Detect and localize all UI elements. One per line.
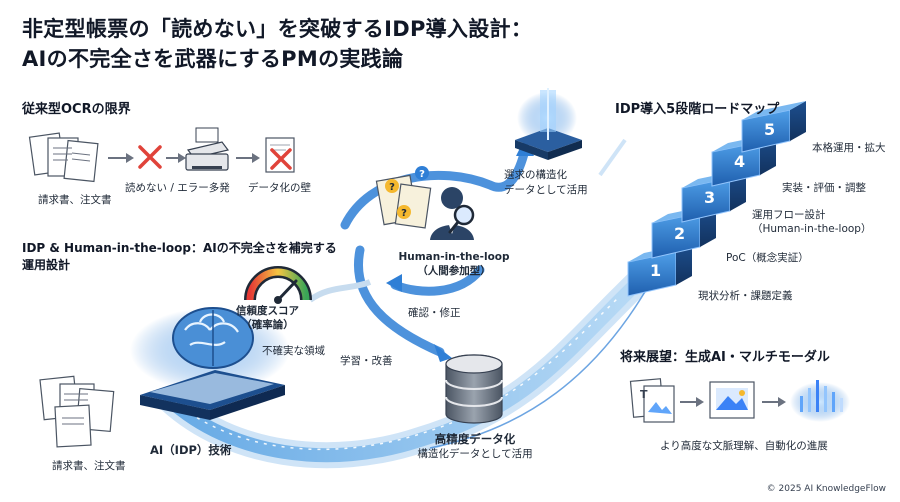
generative-ai-data-icon — [790, 380, 850, 422]
roadmap-step-1-number: 1 — [650, 261, 662, 280]
confirm-correct-label: 確認・修正 — [408, 307, 461, 319]
ocr-section-heading: 従来型OCRの限界 — [22, 102, 131, 117]
copyright-notice: © 2025 AI KnowledgeFlow — [766, 484, 886, 494]
idp-heading-line-1: IDP & Human-in-the-loop：AIの不完全さを補完する — [22, 241, 337, 255]
title-line-2: AIの不完全さを武器にするPMの実践論 — [22, 47, 404, 71]
confidence-score-label: 信頼度スコア （確率論） — [236, 304, 299, 332]
text-document-icon: T — [629, 378, 675, 423]
confidence-gauge-icon — [244, 266, 312, 304]
loop-arrow-head-left — [386, 274, 402, 292]
invoice-documents-icon — [39, 375, 115, 448]
roadmap-step-5 — [741, 101, 806, 153]
high-precision-data-label: 高精度データ化 構造化データとして活用 — [400, 432, 550, 462]
future-heading: 将来展望：生成AI・マルチモーダル — [620, 350, 830, 365]
invoice-docs-label: 請求書、注文書 — [52, 460, 126, 472]
roadmap-step-5-label: 本格運用・拡大 — [812, 142, 886, 154]
scanner-icon — [185, 127, 230, 171]
image-document-icon — [709, 381, 755, 419]
ai-chip — [130, 307, 290, 420]
ocr-docs-label: 請求書、注文書 — [38, 194, 112, 206]
title-line-1: 非定型帳票の「読めない」を突破するIDP導入設計： — [22, 17, 533, 41]
roadmap-step-4-label: 実装・評価・調整 — [782, 182, 866, 194]
structured-data-line-1: 選求の構造化 — [504, 169, 567, 181]
page-title: 非定型帳票の「読めない」を突破するIDP導入設計： AIの不完全さを武器にするP… — [22, 14, 532, 74]
ocr-error-label: 読めない / エラー多発 — [125, 182, 230, 194]
roadmap-step-3-sub: （Human-in-the-loop） — [752, 223, 872, 235]
ocr-arrow-1-head — [126, 153, 134, 163]
structured-data-line-2: データとして活用 — [504, 184, 588, 196]
human-reviewer-icon: ? ? ? — [375, 166, 475, 240]
roadmap-step-3-main: 運用フロー設計 — [752, 209, 826, 221]
ocr-arrow-3-head — [252, 153, 260, 163]
db-label-line-1: 高精度データ化 — [434, 432, 516, 446]
idp-section-heading: IDP & Human-in-the-loop：AIの不完全さを補完する 運用設… — [22, 240, 337, 274]
database-icon — [445, 354, 503, 424]
roadmap-guide-line — [598, 138, 627, 177]
learn-improve-label: 学習・改善 — [340, 355, 393, 367]
svg-text:T: T — [640, 388, 648, 401]
roadmap-step-3-label: 運用フロー設計 （Human-in-the-loop） — [752, 208, 871, 236]
roadmap-step-2-label: PoC（概念実証） — [726, 252, 809, 264]
error-x-icon — [138, 145, 162, 169]
failed-document-icon — [265, 137, 295, 173]
future-arrow-2-head — [778, 397, 786, 407]
structured-data-label: 選求の構造化 データとして活用 — [504, 168, 588, 198]
roadmap-heading: IDP導入5段階ロードマップ — [615, 102, 780, 117]
ai-technology-label: AI（IDP）技術 — [150, 443, 232, 457]
svg-text:?: ? — [389, 182, 395, 193]
human-label-line-2: （人間参加型） — [417, 265, 491, 277]
human-in-the-loop-label: Human-in-the-loop （人間参加型） — [384, 250, 524, 278]
ocr-documents-icon — [28, 132, 99, 183]
svg-text:?: ? — [401, 208, 407, 219]
confidence-score-line-1: 信頼度スコア — [236, 305, 299, 317]
ocr-arrow-2-head — [178, 153, 186, 163]
roadmap-step-3-number: 3 — [704, 188, 716, 207]
human-label-line-1: Human-in-the-loop — [398, 251, 510, 263]
idp-heading-line-2: 運用設計 — [22, 258, 71, 272]
brain-icon — [172, 307, 254, 369]
roadmap-step-4-number: 4 — [734, 152, 746, 171]
ocr-wall-label: データ化の壁 — [248, 182, 311, 194]
roadmap-step-2-number: 2 — [674, 224, 686, 243]
feedback-loop — [340, 145, 530, 357]
structured-data-platform-icon — [515, 88, 582, 160]
future-arrow-1-head — [696, 397, 704, 407]
loop-arrow-head-down — [434, 344, 452, 362]
uncertain-region-label: 不確実な領域 — [262, 345, 325, 357]
db-label-line-2: 構造化データとして活用 — [417, 448, 533, 460]
svg-text:?: ? — [419, 169, 425, 180]
roadmap-staircase — [627, 101, 806, 297]
roadmap-step-5-number: 5 — [764, 120, 776, 139]
future-caption: より高度な文脈理解、自動化の進展 — [660, 440, 828, 452]
confidence-score-line-2: （確率論） — [241, 319, 294, 331]
roadmap-step-1-label: 現状分析・課題定義 — [698, 290, 793, 302]
score-connector — [308, 279, 372, 303]
